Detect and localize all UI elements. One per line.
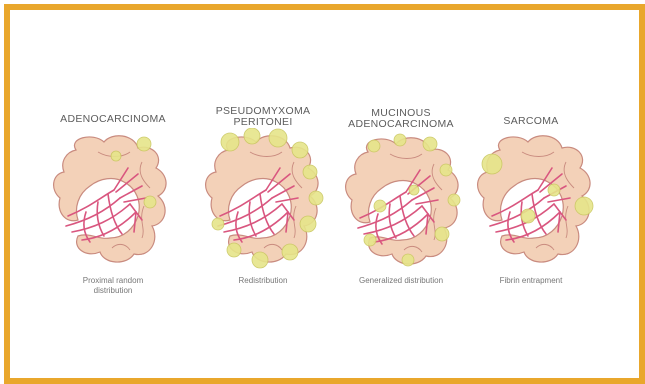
- mesenteric-vessel: [389, 204, 396, 238]
- mesenteric-vessel: [364, 206, 422, 234]
- bowel-illustration-adenocarcinoma: [38, 128, 188, 273]
- tumor-deposit: [402, 254, 414, 266]
- tumor-deposit: [303, 165, 317, 179]
- tumor-deposit: [227, 243, 241, 257]
- bowel-group: [478, 136, 593, 262]
- panel-title: SARCOMA: [456, 116, 606, 127]
- tumor-deposit: [111, 151, 121, 161]
- tumor-deposit: [575, 197, 593, 215]
- panel-caption: Generalized distribution: [326, 276, 476, 286]
- tumor-deposit: [137, 137, 151, 151]
- panel-title: ADENOCARCINOMA: [38, 114, 188, 125]
- tumor-deposit: [409, 185, 419, 195]
- panel-adenocarcinoma: ADENOCARCINOMA Proximal random distribut…: [38, 10, 188, 378]
- tumor-deposit: [282, 244, 298, 260]
- tumor-deposit: [221, 133, 239, 151]
- mesenteric-vessel: [97, 202, 104, 236]
- bowel-loop: [346, 138, 458, 264]
- tumor-deposit: [144, 196, 156, 208]
- mesenteric-vessel: [72, 204, 130, 232]
- bowel-group: [54, 136, 166, 262]
- panel-pseudomyxoma: PSEUDOMYXOMA PERITONEI Redistribution: [188, 10, 338, 378]
- bowel-group: [206, 128, 323, 268]
- tumor-deposit: [212, 218, 224, 230]
- tumor-deposit: [435, 227, 449, 241]
- tumor-deposit: [300, 216, 316, 232]
- panel-caption: Proximal random distribution: [38, 276, 188, 296]
- bowel-illustration-mucinous: [326, 128, 476, 273]
- tumor-deposit: [364, 234, 376, 246]
- panel-sarcoma: SARCOMA Fibrin entrapment: [456, 10, 606, 378]
- tumor-deposit: [394, 134, 406, 146]
- panel-caption: Redistribution: [188, 276, 338, 286]
- panel-mucinous: MUCINOUS ADENOCARCINOMA Generalized dist…: [326, 10, 476, 378]
- tumor-deposit: [521, 209, 535, 223]
- tumor-deposit: [374, 200, 386, 212]
- panel-caption: Fibrin entrapment: [456, 276, 606, 286]
- tumor-deposit: [440, 164, 452, 176]
- tumor-deposit: [309, 191, 323, 205]
- panel-title: MUCINOUS ADENOCARCINOMA: [326, 108, 476, 130]
- bowel-group: [346, 134, 460, 266]
- tumor-deposit: [548, 184, 560, 196]
- tumor-deposit: [269, 129, 287, 147]
- tumor-deposit: [292, 142, 308, 158]
- bowel-illustration-pseudomyxoma: [188, 128, 338, 273]
- panel-title: PSEUDOMYXOMA PERITONEI: [188, 106, 338, 128]
- illustration-frame: ADENOCARCINOMA Proximal random distribut…: [4, 4, 645, 384]
- tumor-deposit: [482, 154, 502, 174]
- tumor-deposit: [423, 137, 437, 151]
- tumor-deposit: [252, 252, 268, 268]
- bowel-illustration-sarcoma: [456, 128, 606, 273]
- mesenteric-vessel: [249, 202, 256, 236]
- tumor-deposit: [368, 140, 380, 152]
- tumor-deposit: [244, 128, 260, 144]
- mesenteric-vessel: [224, 204, 282, 232]
